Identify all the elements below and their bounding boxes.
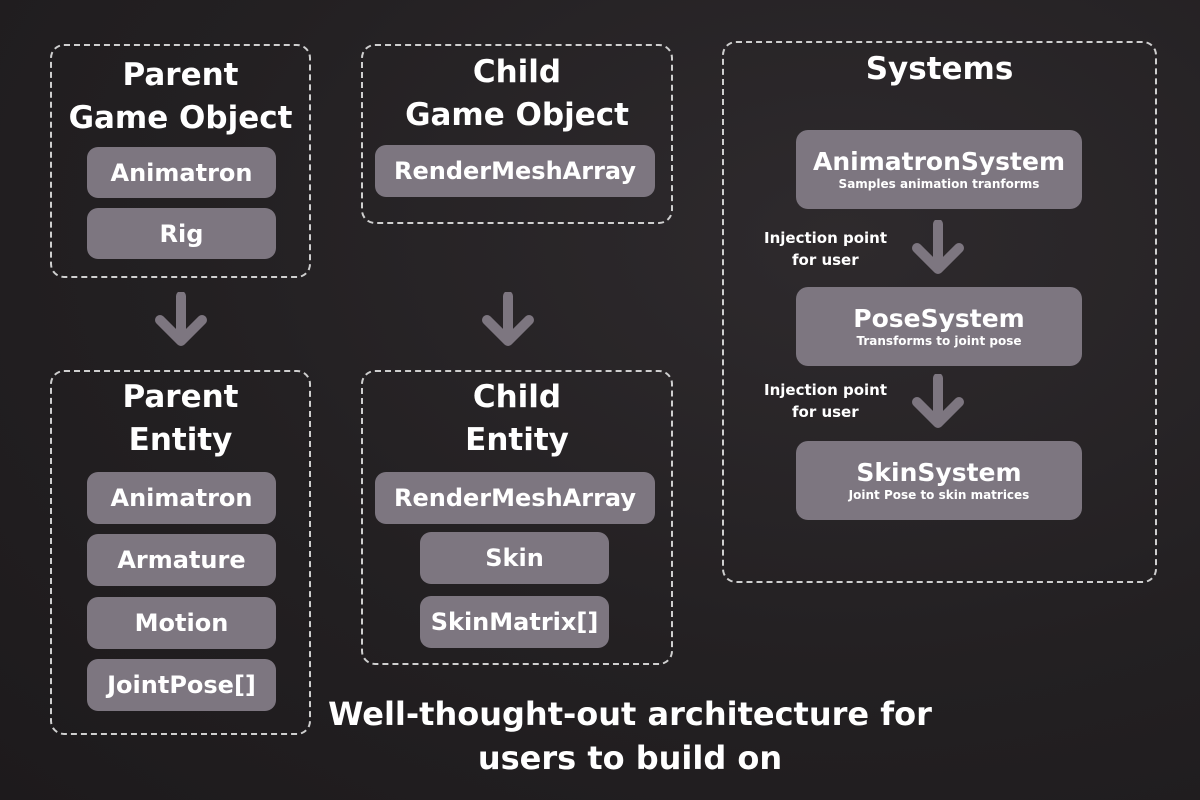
component-motion: Motion: [87, 597, 276, 649]
component-joint-pose: JointPose[]: [87, 659, 276, 711]
panel-title-line: Parent: [122, 379, 239, 415]
animatron-system-box: AnimatronSystem Samples animation tranfo…: [796, 130, 1082, 209]
panel-title-line: Child: [472, 54, 562, 90]
panel-title-line: Game Object: [405, 97, 629, 133]
component-render-mesh-array: RenderMeshArray: [375, 472, 655, 524]
component-skin: Skin: [420, 532, 609, 584]
parent-entity-title: Parent Entity: [52, 376, 309, 462]
panel-title-line: Entity: [128, 422, 233, 458]
footer-line: Well-thought-out architecture for: [328, 695, 932, 733]
system-description: Joint Pose to skin matrices: [848, 487, 1030, 502]
systems-title: Systems: [865, 51, 1014, 87]
down-arrow-icon: [155, 292, 207, 346]
panel-title-line: Parent: [122, 57, 239, 93]
child-game-object-panel: Child Game Object RenderMeshArray: [361, 44, 673, 224]
component-armature: Armature: [87, 534, 276, 586]
child-game-object-title: Child Game Object: [363, 51, 671, 137]
down-arrow-icon: [912, 374, 964, 428]
system-description: Transforms to joint pose: [856, 333, 1022, 348]
down-arrow-icon: [912, 220, 964, 274]
skin-system-box: SkinSystem Joint Pose to skin matrices: [796, 441, 1082, 520]
component-animatron: Animatron: [87, 147, 276, 198]
system-name: AnimatronSystem: [812, 146, 1066, 176]
parent-game-object-title: Parent Game Object: [52, 54, 309, 140]
parent-game-object-panel: Parent Game Object Animatron Rig: [50, 44, 311, 278]
child-entity-panel: Child Entity RenderMeshArray Skin SkinMa…: [361, 370, 673, 665]
panel-title-line: Child: [472, 379, 562, 415]
injection-line: for user: [792, 251, 859, 269]
footer-caption: Well-thought-out architecture for users …: [280, 692, 980, 780]
component-render-mesh-array: RenderMeshArray: [375, 145, 655, 197]
component-rig: Rig: [87, 208, 276, 259]
system-description: Samples animation tranforms: [838, 176, 1040, 191]
injection-point-label: Injection point for user: [764, 227, 887, 271]
injection-line: for user: [792, 403, 859, 421]
system-name: PoseSystem: [853, 303, 1025, 333]
down-arrow-icon: [482, 292, 534, 346]
panel-title-line: Entity: [465, 422, 569, 458]
component-animatron: Animatron: [87, 472, 276, 524]
component-skin-matrix: SkinMatrix[]: [420, 596, 609, 648]
parent-entity-panel: Parent Entity Animatron Armature Motion …: [50, 370, 311, 735]
child-entity-title: Child Entity: [363, 376, 671, 462]
footer-line: users to build on: [477, 739, 783, 777]
injection-point-label: Injection point for user: [764, 379, 887, 423]
panel-title-line: Game Object: [68, 100, 293, 136]
injection-line: Injection point: [764, 229, 888, 247]
injection-line: Injection point: [764, 381, 888, 399]
pose-system-box: PoseSystem Transforms to joint pose: [796, 287, 1082, 366]
system-name: SkinSystem: [856, 457, 1022, 487]
systems-panel: Systems AnimatronSystem Samples animatio…: [722, 41, 1157, 583]
